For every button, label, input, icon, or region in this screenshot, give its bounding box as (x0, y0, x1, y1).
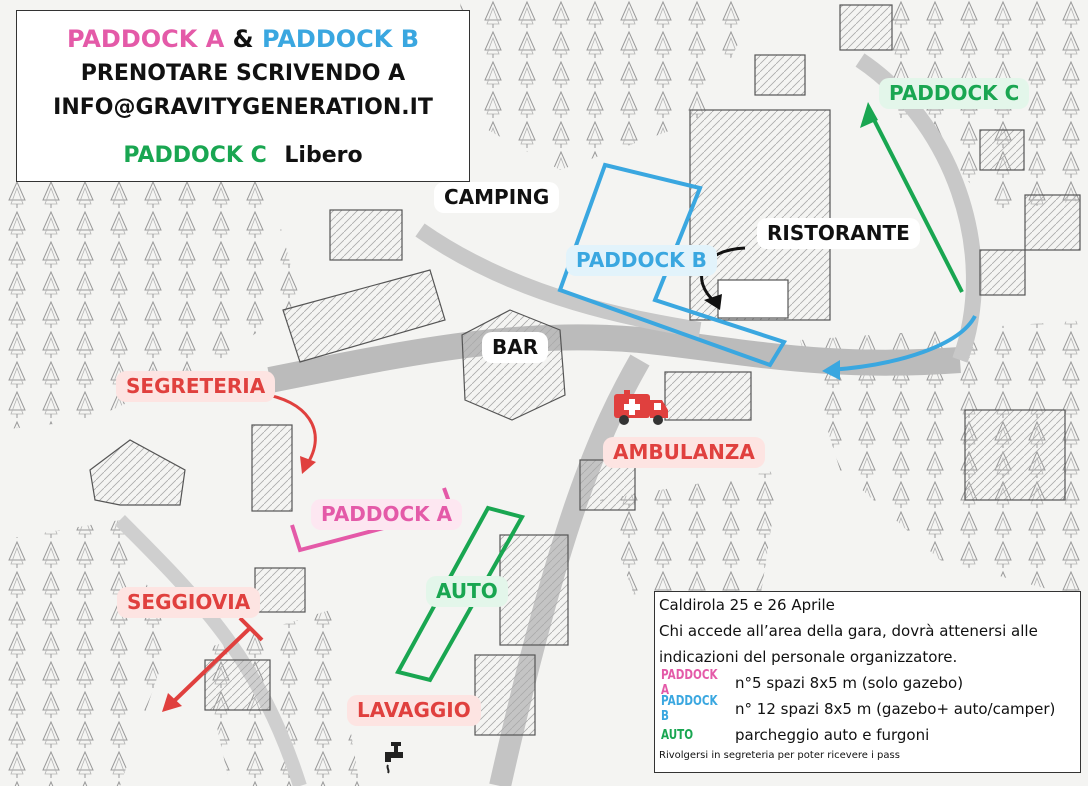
label-paddock-c: PADDOCK C (879, 78, 1030, 109)
header-paddock-c: PADDOCK C (123, 143, 267, 168)
header-line2: PRENOTARE SCRIVENDO A (80, 61, 406, 86)
info-footnote: Rivolgersi in segreteria per poter ricev… (659, 750, 900, 761)
seggiovia-bar (238, 616, 264, 642)
legend-tag-paddock-b: PADDOCK B (661, 694, 718, 724)
segreteria-arrow (261, 392, 317, 467)
north-road (415, 223, 702, 338)
label-paddock-b: PADDOCK B (566, 245, 717, 276)
building-camping (329, 209, 403, 261)
forest-west (0, 150, 300, 430)
legend-text-paddock-a: n°5 spazi 8x5 m (solo gazebo) (735, 674, 964, 692)
seggiovia-arrowhead (162, 693, 182, 712)
label-camping: CAMPING (434, 182, 560, 213)
building-ristorante-facade (717, 279, 789, 319)
paddock-b-access-arrowhead (822, 360, 840, 380)
legend-tag-paddock-a: PADDOCK A (661, 668, 718, 698)
main-road (267, 324, 961, 393)
label-seggiovia: SEGGIOVIA (117, 587, 261, 618)
building-south-long (499, 534, 569, 646)
building-northeast-1 (1024, 194, 1081, 251)
building-segreteria (251, 424, 293, 512)
header-paddock-c-status: Libero (284, 143, 363, 168)
segreteria-arrowhead (300, 456, 316, 474)
building-long (282, 269, 446, 363)
header-box: PADDOCK A & PADDOCK B PRENOTARE SCRIVEND… (16, 10, 470, 182)
legend-row-paddock-b: PADDOCK B n° 12 spazi 8x5 m (gazebo+ aut… (661, 694, 1071, 724)
southwest-road (115, 515, 307, 786)
building-north-1 (839, 4, 893, 51)
legend-row-auto: AUTO parcheggio auto e furgoni (661, 722, 1071, 748)
paddock-b-area (557, 162, 788, 368)
building-west-house (89, 439, 186, 506)
legend: PADDOCK A n°5 spazi 8x5 m (solo gazebo) … (661, 668, 1071, 748)
paddock-c-arrow (866, 107, 964, 293)
label-auto: AUTO (426, 576, 508, 607)
forest-east (800, 320, 1088, 600)
legend-text-paddock-b: n° 12 spazi 8x5 m (gazebo+ auto/camper) (735, 700, 1056, 718)
label-ristorante: RISTORANTE (757, 218, 920, 249)
building-north-3 (979, 129, 1025, 171)
label-segreteria: SEGRETERIA (116, 371, 276, 402)
building-north-2 (754, 54, 806, 96)
seggiovia-arrow (170, 626, 252, 705)
info-box: Caldirola 25 e 26 Aprile Chi accede all’… (654, 591, 1081, 773)
legend-text-auto: parcheggio auto e furgoni (735, 726, 930, 744)
header-amp: & (232, 25, 254, 53)
building-northeast-2 (979, 249, 1026, 296)
paddock-c-arrowhead (860, 102, 878, 128)
label-bar: BAR (482, 332, 549, 363)
header-email[interactable]: INFO@GRAVITYGENERATION.IT (53, 95, 433, 120)
ristorante-arrowhead (704, 294, 722, 310)
building-east (964, 409, 1066, 501)
label-paddock-a: PADDOCK A (311, 499, 463, 530)
header-line1: PADDOCK A & PADDOCK B (17, 25, 469, 53)
ambulance-icon (614, 390, 668, 425)
auto-area (394, 505, 526, 683)
header-paddock-a: PADDOCK A (66, 25, 225, 53)
label-ambulanza: AMBULANZA (603, 437, 765, 468)
paddock-b-access-arrow (829, 314, 977, 372)
label-lavaggio: LAVAGGIO (347, 695, 481, 726)
building-center-south (579, 459, 636, 511)
forest-southwest (0, 520, 170, 786)
header-line4: PADDOCK C Libero (17, 143, 469, 168)
building-ambulanza (664, 371, 752, 421)
info-line2: Chi accede all’area della gara, dovrà at… (659, 622, 1038, 640)
water-tap-icon (385, 742, 403, 774)
header-paddock-b: PADDOCK B (261, 25, 420, 53)
building-seggiovia (254, 567, 306, 613)
forest-north (460, 0, 760, 170)
info-line3: indicazioni del personale organizzatore. (659, 648, 958, 666)
legend-tag-auto: AUTO (661, 727, 694, 743)
info-line1: Caldirola 25 e 26 Aprile (659, 596, 835, 614)
building-south-small (474, 654, 536, 736)
building-south-west (204, 659, 271, 711)
legend-row-paddock-a: PADDOCK A n°5 spazi 8x5 m (solo gazebo) (661, 668, 1071, 698)
